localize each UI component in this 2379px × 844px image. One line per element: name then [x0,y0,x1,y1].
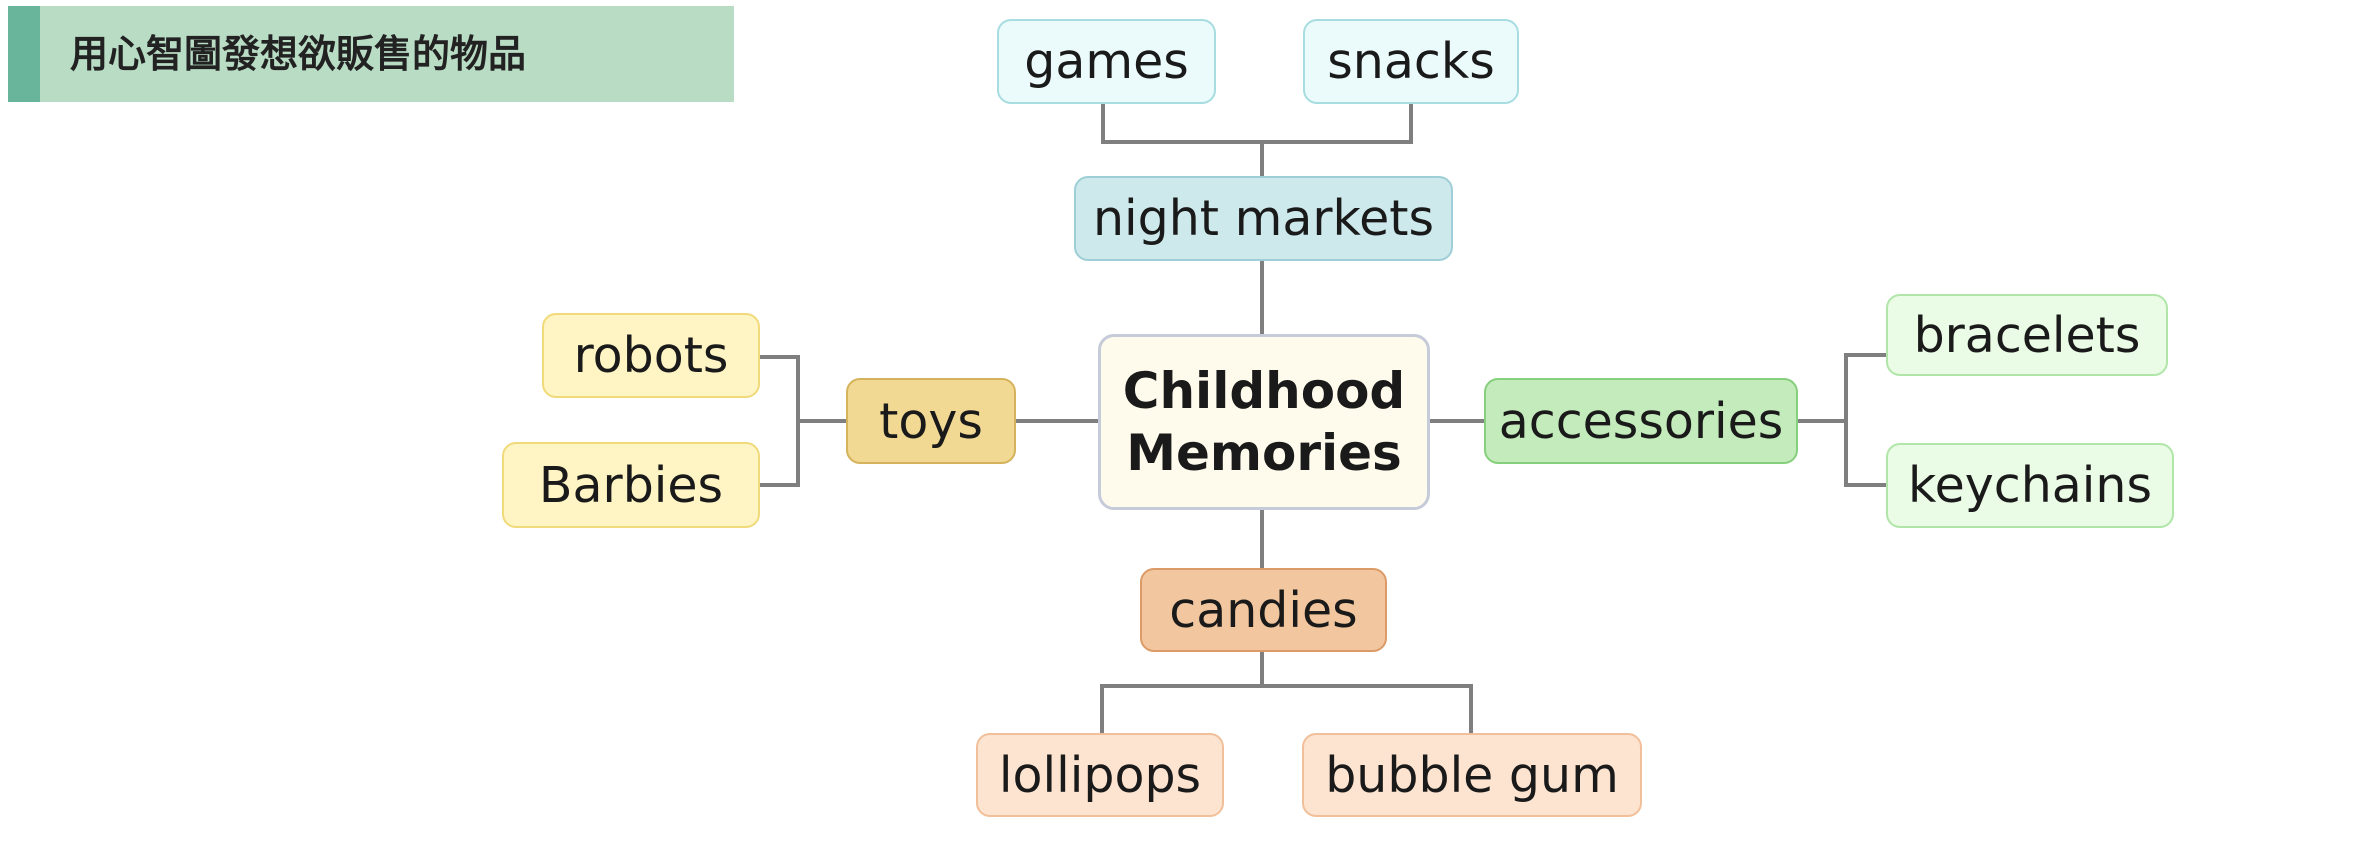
leaf-keychains[interactable]: keychains [1886,443,2174,528]
leaf-barbies-label: Barbies [538,456,724,514]
title-accent-bar [8,6,40,102]
branch-accessories[interactable]: accessories [1484,378,1798,464]
leaf-games[interactable]: games [997,19,1216,104]
connector-lollipops-bubblegum [1100,684,1473,733]
branch-candies[interactable]: candies [1140,568,1387,652]
leaf-robots[interactable]: robots [542,313,760,398]
central-topic[interactable]: Childhood Memories [1098,334,1430,510]
central-topic-line1: Childhood [1122,362,1406,420]
leaf-bubble-gum[interactable]: bubble gum [1302,733,1642,817]
leaf-keychains-label: keychains [1908,457,2152,514]
branch-night-markets[interactable]: night markets [1074,176,1453,261]
leaf-bracelets[interactable]: bracelets [1886,294,2168,376]
leaf-robots-label: robots [573,327,729,384]
connector-bracelets-keychains [1844,353,1886,487]
leaf-snacks-label: snacks [1327,33,1495,90]
title-banner: 用心智圖發想欲販售的物品 [8,6,734,102]
leaf-barbies[interactable]: Barbies [502,442,760,528]
branch-night-markets-label: night markets [1092,190,1435,247]
branch-toys-label: toys [879,392,983,450]
connector-games-snacks [1101,104,1413,144]
leaf-snacks[interactable]: snacks [1303,19,1519,104]
leaf-bubble-gum-label: bubble gum [1325,746,1619,804]
leaf-lollipops[interactable]: lollipops [976,733,1224,817]
page-title: 用心智圖發想欲販售的物品 [70,32,527,76]
leaf-lollipops-label: lollipops [998,746,1202,804]
leaf-bracelets-label: bracelets [1913,306,2141,364]
connector-robots-barbies [760,355,800,487]
branch-toys[interactable]: toys [846,378,1016,464]
branch-candies-label: candies [1169,581,1358,639]
central-topic-line2: Memories [1126,424,1402,482]
leaf-games-label: games [1024,33,1189,90]
branch-accessories-label: accessories [1498,392,1784,450]
